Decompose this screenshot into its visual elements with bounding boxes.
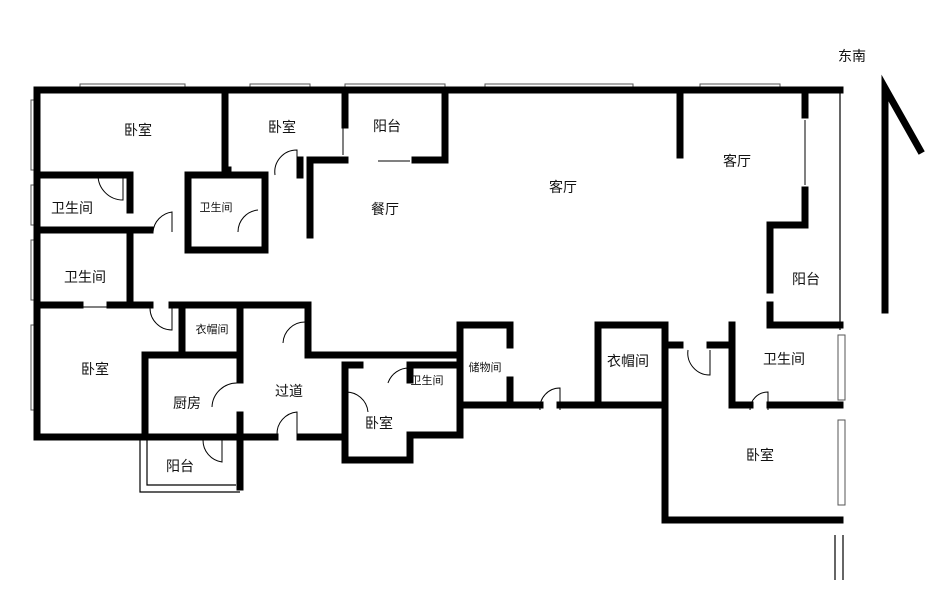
room-labels: 卧室 卧室 阳台 客厅 客厅 卫生间 卫生间 餐厅 卫生间 阳台 衣帽间 卧室 … (51, 119, 820, 475)
room-label: 阳台 (166, 459, 194, 475)
room-label: 储物间 (469, 360, 502, 374)
room-label: 厨房 (173, 396, 201, 412)
room-label: 衣帽间 (196, 322, 229, 336)
room-label: 卫生间 (411, 373, 444, 387)
compass: 东南 (834, 49, 925, 580)
room-label: 卧室 (268, 119, 296, 136)
room-label: 卫生间 (64, 270, 106, 286)
room-label: 过道 (275, 384, 303, 400)
room-label: 卫生间 (763, 352, 805, 368)
room-label: 衣帽间 (607, 354, 649, 370)
room-label: 卧室 (81, 361, 109, 378)
doors (80, 118, 806, 463)
compass-arrow-icon (881, 74, 925, 314)
compass-label: 东南 (838, 49, 866, 65)
room-label: 卫生间 (200, 200, 233, 214)
room-label: 卧室 (124, 122, 152, 139)
room-label: 餐厅 (371, 202, 399, 218)
room-label: 卫生间 (51, 201, 93, 217)
room-label: 客厅 (549, 179, 577, 196)
room-label: 阳台 (792, 272, 820, 288)
room-label: 卧室 (746, 447, 774, 464)
room-label: 客厅 (723, 153, 751, 170)
windows (30, 83, 846, 506)
room-label: 卧室 (365, 415, 393, 432)
walls (33, 86, 844, 524)
room-label: 阳台 (373, 119, 401, 135)
